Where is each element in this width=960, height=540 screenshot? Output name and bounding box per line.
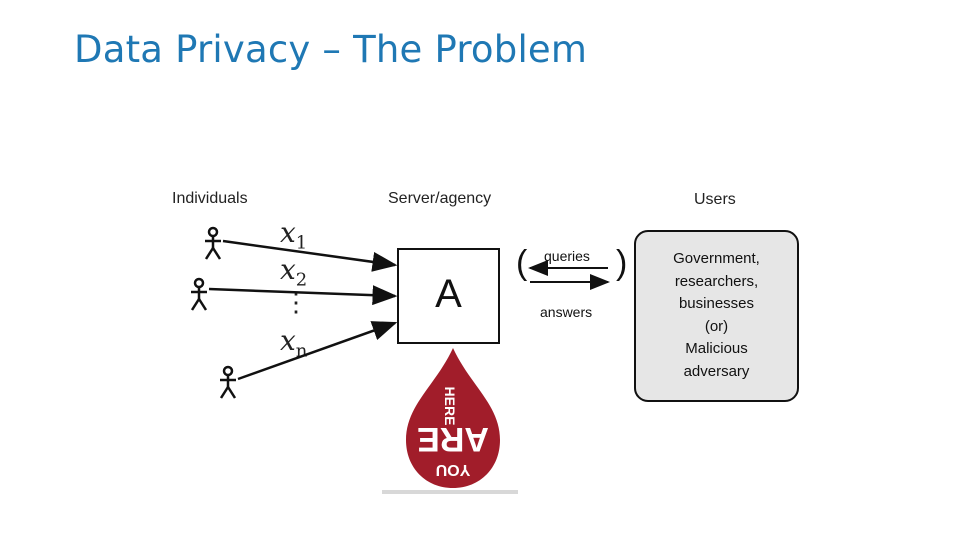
users-box: Government, researchers, businesses (or)…	[634, 230, 799, 402]
server-box-label: A	[435, 272, 462, 316]
arrow-xn	[237, 321, 398, 381]
users-label: Users	[694, 191, 736, 208]
slide-title: Data Privacy – The Problem	[74, 28, 588, 71]
drop-text-are: ARE	[417, 420, 489, 458]
person-icon	[219, 365, 237, 399]
users-line-3: businesses	[678, 295, 755, 312]
arrow-x2	[208, 285, 398, 306]
close-paren: )	[616, 244, 628, 282]
person-icon	[190, 277, 208, 311]
person-icon	[204, 226, 222, 260]
arrow-x1	[222, 239, 398, 272]
users-line-6: adversary	[683, 362, 750, 380]
drop-text-here: HERE	[442, 387, 458, 426]
answers-label: answers	[540, 304, 593, 320]
users-line-4: (or)	[704, 317, 729, 335]
users-line-1: Government,	[673, 250, 760, 267]
server-box: A	[397, 248, 500, 344]
users-line-5: Malicious	[685, 340, 748, 357]
individuals-label: Individuals	[172, 190, 248, 207]
users-line-2: researchers,	[674, 272, 759, 290]
server-agency-label: Server/agency	[388, 190, 492, 207]
drop-text-you: YOU	[436, 461, 471, 478]
variable-x2: x2	[280, 253, 308, 291]
blood-drop-icon: YOU ARE HERE	[382, 348, 518, 494]
open-paren: (	[516, 244, 528, 282]
queries-label: queries	[544, 248, 590, 264]
variable-xn: xn	[280, 324, 308, 362]
variable-x1: x1	[280, 216, 308, 254]
